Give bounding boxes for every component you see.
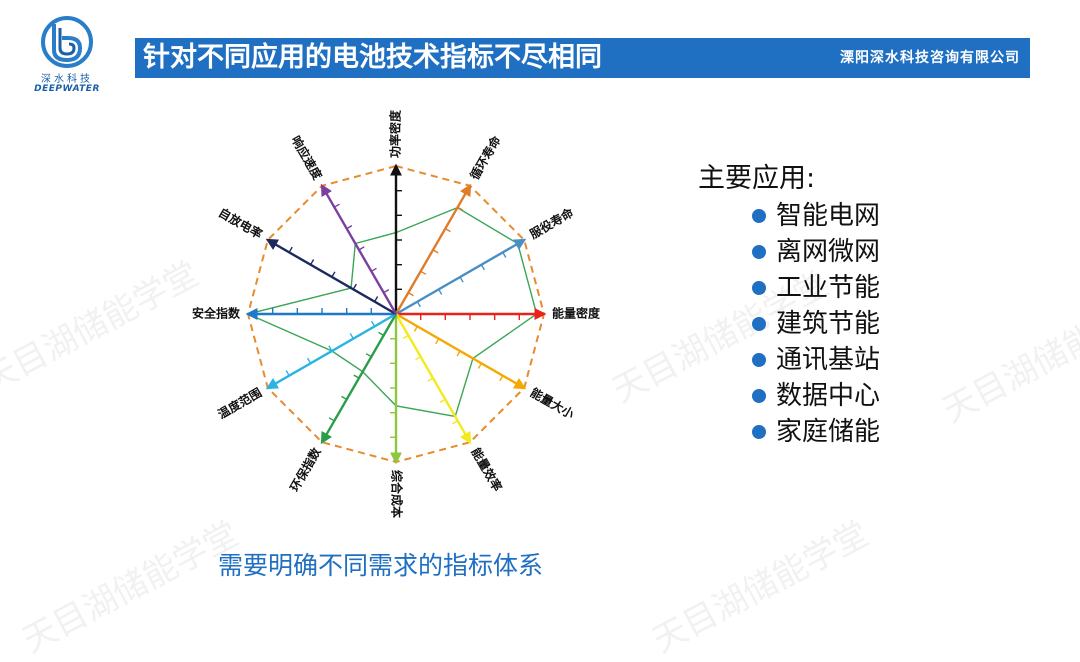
radar-diagram: 功率密度 循环寿命服役寿命能量密度能量大小能量效率综合成本 环保指数温度范围 安全指数… (170, 95, 640, 539)
axis-tick (480, 264, 486, 271)
axis-label: 能量密度 (552, 306, 601, 321)
axis-tick (407, 291, 414, 297)
list-item: 数据中心 (698, 378, 880, 414)
axis-tick (346, 224, 353, 230)
logo-cn-text: 深水科技 (41, 74, 93, 85)
axis-tick (439, 398, 446, 404)
bullet-icon (752, 317, 766, 331)
axis-tick (333, 203, 340, 208)
axis-label: 温度范围 (215, 385, 264, 422)
axis-tick (459, 276, 464, 283)
axis-label: 综合成本 (390, 470, 405, 518)
axis-tick (370, 320, 376, 327)
application-label: 建筑节能 (776, 309, 881, 339)
application-label: 数据中心 (776, 381, 881, 411)
axis-tick (306, 357, 312, 364)
application-label: 智能电网 (776, 201, 881, 231)
axis-tick (402, 334, 409, 340)
axis-tick (444, 227, 451, 233)
axis-tick (285, 370, 290, 377)
axis-tick (432, 249, 439, 254)
axis-tick (328, 417, 335, 422)
applications-title: 主要应用: (698, 163, 816, 194)
axis-tick (349, 333, 354, 340)
axis-tick (502, 251, 507, 258)
axis-tick (365, 353, 372, 358)
axis-tick (499, 375, 504, 382)
list-item: 家庭储能 (698, 414, 880, 450)
bullet-icon (752, 209, 766, 223)
axis-tick (427, 377, 434, 382)
axis-tick (309, 259, 315, 266)
axis-tick (477, 362, 483, 369)
list-item: 通讯基站 (698, 342, 880, 378)
watermark: 天目湖储能学堂 (646, 514, 876, 662)
axis-tick (378, 331, 385, 337)
application-label: 家庭储能 (776, 417, 881, 447)
applications-panel: 主要应用: 智能电网 离网微网 工业节能 建筑节能 通讯基站 数据中心 家庭储能 (698, 162, 880, 450)
axis-tick (457, 206, 464, 211)
bullet-icon (752, 281, 766, 295)
axis-tick (452, 420, 459, 425)
company-logo: 深水科技 DEEPWATER (12, 14, 122, 94)
deepwater-logo-icon (41, 16, 93, 68)
axis-label: 环保指数 (287, 444, 324, 494)
axis-tick (328, 345, 333, 352)
bullet-icon (752, 425, 766, 439)
axis-tick (435, 338, 440, 345)
axis-tick (438, 288, 443, 295)
page-title: 针对不同应用的电池技术指标不尽相同 (143, 42, 602, 73)
axis-tick (415, 356, 422, 361)
applications-list: 智能电网 离网微网 工业节能 建筑节能 通讯基站 数据中心 家庭储能 (698, 198, 880, 450)
axis-tick (383, 288, 390, 294)
axis-tick (413, 325, 419, 332)
axis-tick (416, 301, 422, 308)
axis-tick (370, 267, 377, 272)
list-item: 离网微网 (698, 234, 880, 270)
list-item: 建筑节能 (698, 306, 880, 342)
list-item: 智能电网 (698, 198, 880, 234)
axis-tick (420, 270, 427, 275)
axis-tick (353, 374, 360, 379)
axis-tick (358, 246, 365, 251)
watermark: 天目湖储能学堂 (936, 284, 1080, 432)
logo-en-text: DEEPWATER (34, 84, 100, 94)
application-label: 离网微网 (776, 237, 881, 267)
company-name: 溧阳深水科技咨询有限公司 (840, 50, 1020, 66)
axis-label: 服役寿命 (527, 204, 577, 241)
axis-tick (341, 395, 348, 401)
axis-tick (331, 271, 336, 278)
application-label: 通讯基站 (776, 345, 881, 375)
axis-label: 能量效率 (468, 445, 505, 494)
axis-label: 循环寿命 (467, 132, 504, 182)
list-item: 工业节能 (698, 270, 880, 306)
axis-tick (456, 350, 461, 357)
axis-tick (373, 296, 379, 303)
axis-label: 功率密度 (388, 109, 403, 158)
bottom-note: 需要明确不同需求的指标体系 (218, 551, 544, 580)
axis-label: 自放电率 (216, 205, 265, 242)
bullet-icon (752, 353, 766, 367)
axis-tick (288, 246, 293, 253)
axis-label: 能量大小 (528, 385, 577, 422)
title-bar: 针对不同应用的电池技术指标不尽相同 溧阳深水科技咨询有限公司 (135, 38, 1030, 78)
bullet-icon (752, 245, 766, 259)
bullet-icon (752, 389, 766, 403)
axis-label: 安全指数 (192, 306, 241, 321)
axis-label: 响应速度 (288, 133, 325, 183)
application-label: 工业节能 (776, 273, 881, 303)
axis-tick (352, 283, 357, 290)
